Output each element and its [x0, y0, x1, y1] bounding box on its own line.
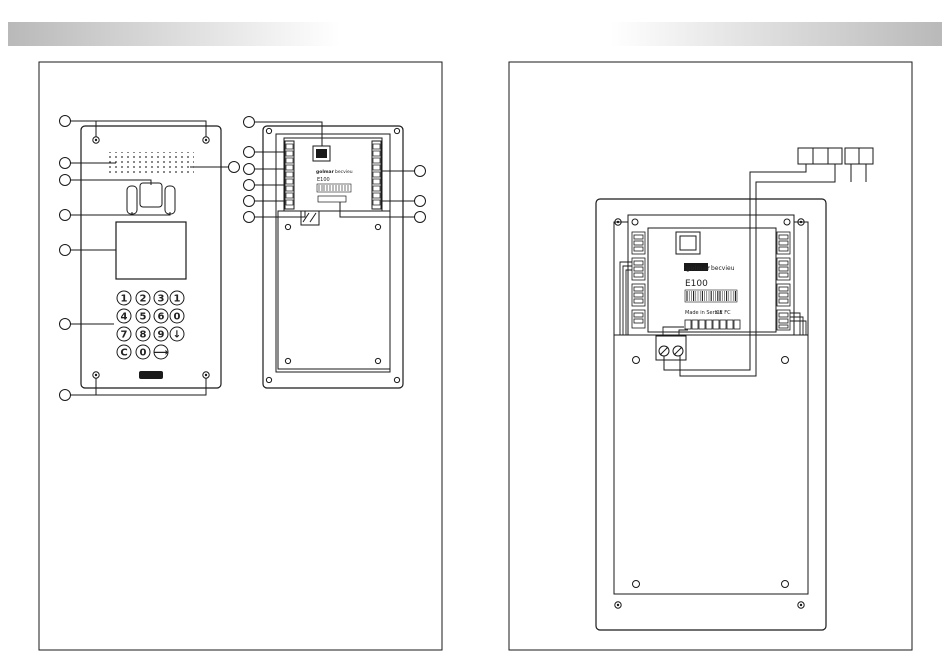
keypad-key[interactable]: 0	[170, 309, 184, 323]
cert-marks: CE FC	[716, 310, 731, 316]
keypad-key[interactable]: 7	[117, 327, 131, 341]
keypad-key-label: 0	[140, 348, 147, 359]
back-cover-large	[614, 335, 808, 594]
keypad-key[interactable]: 4	[117, 309, 131, 323]
keypad-key[interactable]: 0	[136, 345, 150, 359]
keypad-key[interactable]: 6	[154, 309, 168, 323]
keypad-key-label: ⟶	[154, 348, 168, 359]
module-model: E100	[317, 177, 330, 183]
module-brand: golmar	[316, 169, 335, 175]
left-header-bar	[8, 22, 340, 46]
terminal-strip-left	[285, 141, 294, 209]
keypad-key[interactable]: 1	[117, 291, 131, 305]
rear-panel: golmar becvieu E100	[263, 126, 403, 388]
module-brand-large: golmar	[686, 265, 710, 272]
camera-window	[140, 183, 162, 207]
wiring-panel: golmar becvieu E100 Made in Serbia CE FC	[596, 199, 826, 630]
keypad-key-label: 8	[140, 330, 147, 341]
keypad-key[interactable]: ↓	[170, 327, 184, 341]
keypad-key-label: C	[120, 348, 127, 359]
keypad-key[interactable]: 1	[170, 291, 184, 305]
keypad-key[interactable]: 5	[136, 309, 150, 323]
led-left	[127, 186, 137, 214]
terminal-blocks-left	[632, 232, 645, 328]
keypad-key[interactable]: 2	[136, 291, 150, 305]
speaker-grill	[108, 152, 194, 174]
module-brand-secondary: becvieu	[335, 169, 353, 175]
module-brand2-large: becvieu	[711, 265, 735, 272]
keypad-key-label: 4	[121, 312, 128, 323]
display-screen	[116, 222, 186, 279]
right-header-bar	[610, 22, 942, 46]
keypad-key-label: 9	[158, 330, 165, 341]
keypad-key[interactable]: C	[117, 345, 131, 359]
bottom-connector	[301, 211, 319, 225]
keypad-key[interactable]: 9	[154, 327, 168, 341]
keypad-key[interactable]: 3	[154, 291, 168, 305]
keypad-key-label: ↓	[173, 330, 181, 341]
keypad-key-label: 0	[174, 312, 181, 323]
keypad-key-label: 2	[140, 294, 147, 305]
module-model-large: E100	[685, 279, 708, 289]
terminal-strip-right	[372, 141, 381, 209]
power-supply-terminals	[798, 148, 873, 164]
keypad-key-label: 1	[174, 294, 181, 305]
led-right	[165, 186, 175, 214]
keypad-key-label: 6	[158, 312, 165, 323]
keypad-key-label: 7	[121, 330, 128, 341]
keypad-key-label: 1	[121, 294, 128, 305]
logo-plate	[139, 371, 163, 379]
keypad-key[interactable]: ⟶	[154, 345, 168, 359]
keypad-key[interactable]: 8	[136, 327, 150, 341]
keypad-key-label: 3	[158, 294, 165, 305]
module-board-large	[648, 228, 776, 332]
keypad-key-label: 5	[140, 312, 147, 323]
